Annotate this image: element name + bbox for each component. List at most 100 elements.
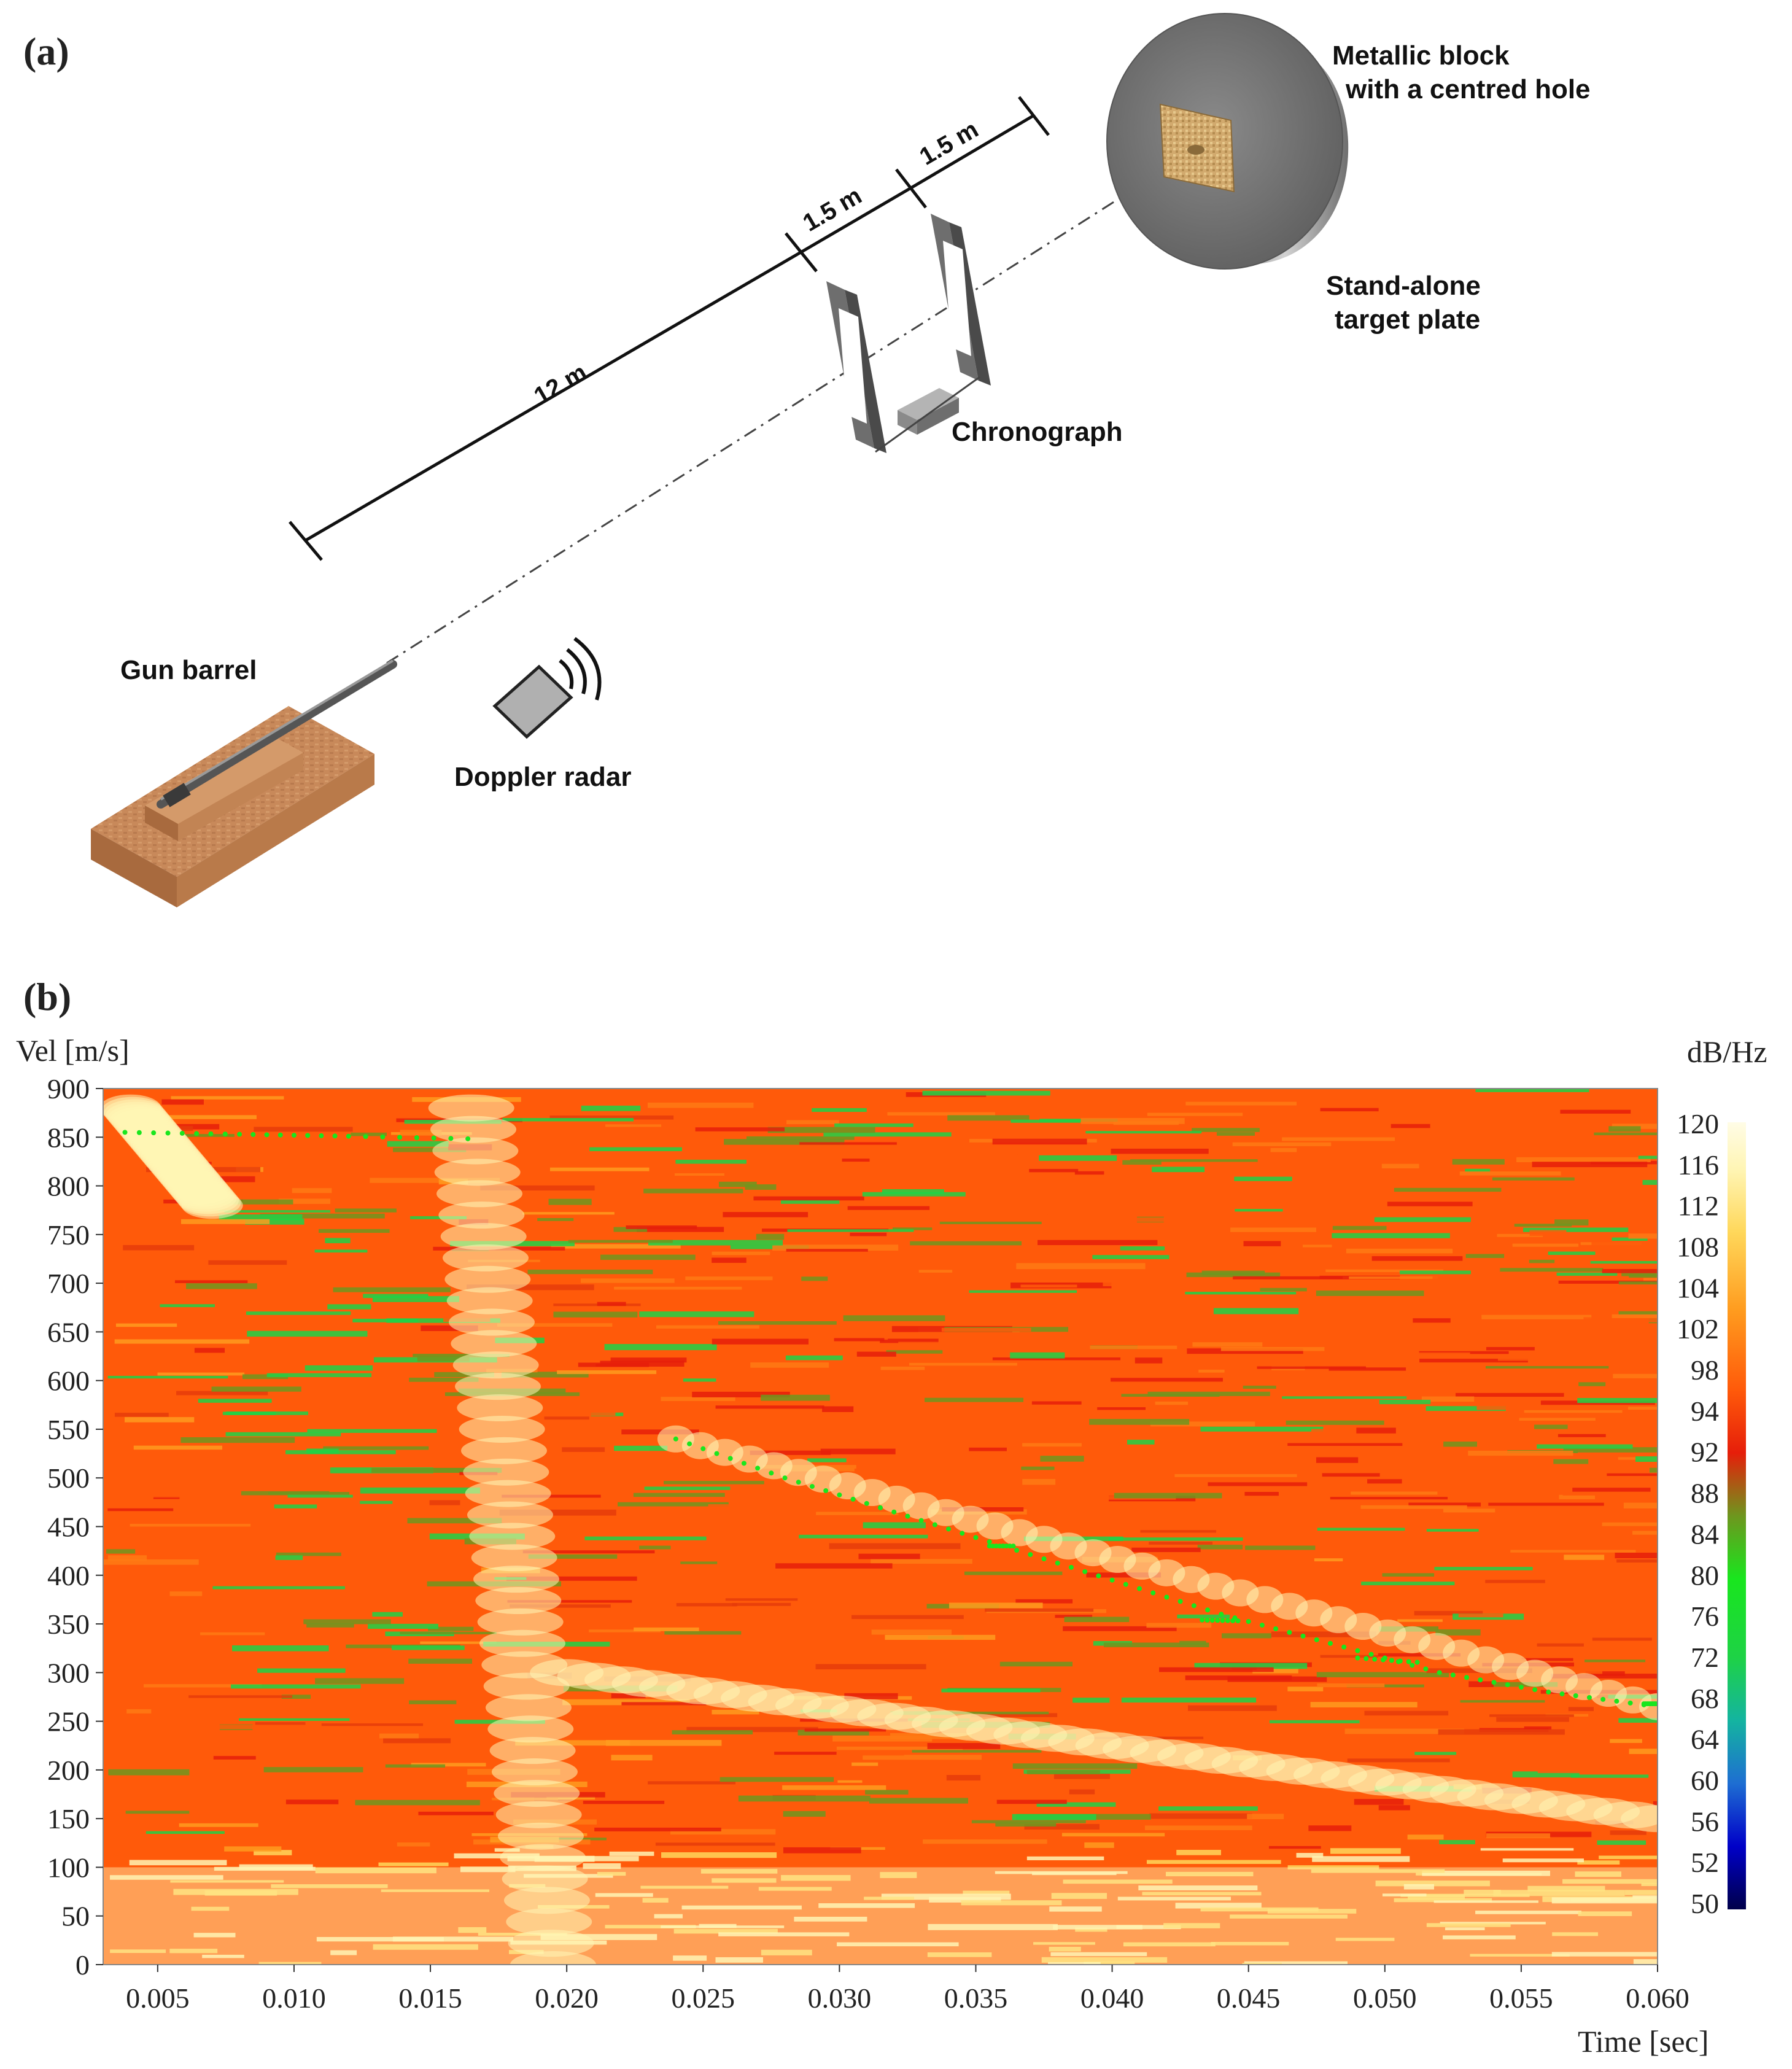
- spectrogram-texture-stripe: [1082, 1583, 1150, 1587]
- spectrogram-texture-stripe: [910, 1241, 1022, 1246]
- spectrogram-texture-stripe: [1282, 1137, 1395, 1141]
- velocity-track-point: [850, 1496, 856, 1502]
- spectrogram-ridge-blob: [469, 1523, 556, 1550]
- spectrogram-texture-stripe: [630, 1130, 699, 1136]
- spectrogram-texture-stripe: [851, 1762, 879, 1766]
- spectrogram-texture-stripe: [1564, 1555, 1605, 1560]
- spectrogram-texture-stripe: [898, 1341, 1008, 1347]
- spectrogram-texture-stripe: [655, 1842, 775, 1846]
- velocity-track-point: [1586, 1694, 1592, 1700]
- spectrogram-texture-stripe: [1188, 1705, 1277, 1711]
- spectrogram-texture-stripe: [648, 1102, 754, 1108]
- spectrogram-texture-stripe: [607, 1709, 656, 1712]
- spectrogram-texture-stripe: [1413, 1318, 1451, 1323]
- spectrogram-texture-stripe: [323, 1446, 429, 1450]
- spectrogram-texture-stripe: [114, 1413, 169, 1417]
- colorbar-tick-label: 84: [1691, 1518, 1719, 1550]
- spectrogram-texture-stripe: [1322, 1473, 1380, 1477]
- spectrogram-ridge-blob: [1639, 1693, 1658, 1720]
- spectrogram-texture-stripe: [212, 1586, 345, 1590]
- spectrogram-texture-stripe: [268, 1492, 349, 1495]
- spectrogram-texture-stripe: [804, 1728, 886, 1732]
- spectrogram-texture-stripe: [360, 1500, 393, 1504]
- chronograph-device: [875, 376, 980, 453]
- velocity-track-point: [918, 1518, 924, 1523]
- spectrogram-texture-stripe: [1502, 1858, 1584, 1863]
- spectrogram-texture-stripe: [169, 1591, 203, 1596]
- spectrogram-texture-stripe: [506, 1576, 637, 1581]
- spectrogram-texture-stripe: [510, 1604, 611, 1608]
- spectrogram-texture-stripe: [106, 1549, 136, 1554]
- spectrogram-texture-stripe: [125, 1811, 190, 1814]
- spectrogram-texture-stripe: [1260, 1287, 1307, 1292]
- spectrogram-texture-stripe: [836, 1746, 963, 1750]
- spectrogram-texture-stripe: [444, 1637, 512, 1640]
- spectrogram-texture-stripe: [680, 1561, 718, 1564]
- spectrogram-texture-stripe: [417, 1356, 470, 1362]
- spectrogram-texture-stripe: [1026, 1770, 1100, 1774]
- spectrogram-texture-stripe: [1638, 1155, 1658, 1159]
- spectrogram-ridge-blob: [430, 1116, 517, 1143]
- spectrogram-texture-stripe: [1591, 1241, 1658, 1246]
- spectrogram-texture-stripe: [316, 1937, 444, 1942]
- velocity-track-point: [1368, 1652, 1374, 1657]
- spectrogram-texture-stripe: [1628, 1407, 1658, 1410]
- spectrogram-texture-stripe: [995, 1822, 1057, 1827]
- spectrogram-texture-stripe: [1537, 1770, 1647, 1774]
- doppler-radar-label: Doppler radar: [454, 762, 632, 792]
- spectrogram-texture-stripe: [247, 1330, 368, 1337]
- spectrogram-texture-stripe: [850, 1232, 887, 1236]
- spectrogram-texture-stripe: [1367, 1479, 1402, 1484]
- spectrogram-texture-stripe: [834, 1338, 885, 1341]
- spectrogram-texture-stripe: [420, 1641, 497, 1644]
- spectrogram-texture-stripe: [1631, 1767, 1658, 1774]
- velocity-track-point: [1137, 1586, 1142, 1591]
- spectrogram-texture-stripe: [1159, 1667, 1274, 1672]
- spectrogram-texture-stripe: [673, 1928, 778, 1934]
- spectrogram-ridge-blob: [510, 1951, 596, 1965]
- spectrogram-texture-stripe: [553, 1411, 616, 1416]
- spectrogram-texture-stripe: [730, 1245, 809, 1249]
- spectrogram-texture-stripe: [257, 1106, 327, 1111]
- spectrogram-texture-stripe: [287, 1494, 353, 1498]
- spectrogram-texture-stripe: [837, 1780, 863, 1783]
- spectrogram-texture-stripe: [818, 1903, 915, 1908]
- velocity-track-point: [946, 1526, 952, 1532]
- velocity-track-point: [1389, 1658, 1394, 1663]
- spectrogram-texture-stripe: [1346, 1684, 1424, 1688]
- spectrogram-texture-stripe: [1500, 1268, 1604, 1272]
- spectrogram-texture-stripe: [522, 1212, 615, 1215]
- spectrogram-texture-stripe: [941, 1688, 1041, 1693]
- spectrogram-texture-stripe: [306, 1623, 354, 1628]
- spectrogram-texture-stripe: [1084, 1842, 1114, 1848]
- spectrogram-texture-stripe: [271, 1884, 388, 1888]
- spectrogram-texture-stripe: [1408, 1894, 1465, 1900]
- velocity-track-point: [1273, 1626, 1279, 1631]
- spectrogram-ridge-blob: [508, 1930, 594, 1957]
- spectrogram-texture-stripe: [1356, 1427, 1396, 1434]
- spectrogram-texture-stripe: [194, 1348, 225, 1353]
- spectrogram-texture-stripe: [179, 1823, 258, 1827]
- velocity-track-point: [1355, 1655, 1360, 1661]
- velocity-track-point: [1082, 1569, 1088, 1574]
- spectrogram-texture-stripe: [1320, 1655, 1378, 1658]
- spectrogram-texture-stripe: [1197, 1545, 1243, 1550]
- spectrogram-texture-stripe: [1036, 1802, 1116, 1807]
- spectrogram-ridge-blob: [494, 1779, 580, 1807]
- spectrogram-texture-stripe: [801, 1276, 828, 1281]
- spectrogram-texture-stripe: [191, 1906, 230, 1911]
- spectrogram-texture-stripe: [887, 1112, 996, 1116]
- velocity-track-point: [714, 1451, 720, 1456]
- spectrogram-texture-stripe: [1185, 1292, 1297, 1295]
- spectrogram-texture-stripe: [1279, 1202, 1357, 1205]
- velocity-track-point: [414, 1135, 419, 1141]
- spectrogram-texture-stripe: [843, 1315, 945, 1321]
- spectrogram-texture-stripe: [370, 1178, 500, 1183]
- spectrogram-texture-stripe: [856, 1351, 896, 1357]
- spectrogram-texture-stripe: [1470, 1954, 1570, 1957]
- spectrogram-ridge-blob: [440, 1223, 527, 1251]
- dimension-label-1p5m-first: 1.5 m: [799, 182, 867, 237]
- spectrogram-texture-stripe: [1143, 1711, 1266, 1717]
- spectrogram-texture-stripe: [1563, 1388, 1658, 1393]
- spectrogram-texture-stripe: [373, 1944, 478, 1950]
